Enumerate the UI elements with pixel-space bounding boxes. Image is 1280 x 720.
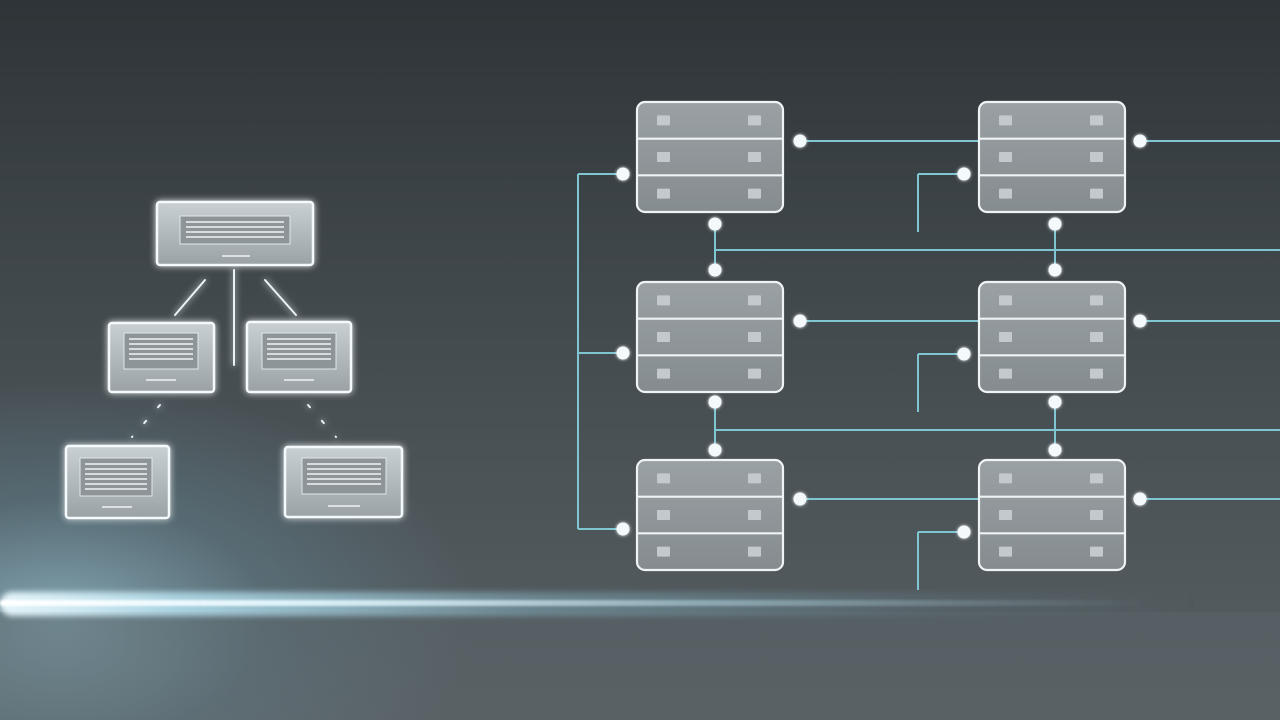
- rack-light: [657, 332, 670, 342]
- rack-light: [657, 152, 670, 162]
- server-racks: [635, 100, 1127, 572]
- rack-light: [657, 115, 670, 126]
- rack-light: [1090, 332, 1103, 342]
- connection-dot: [1048, 217, 1062, 231]
- server-rack-icon: [977, 458, 1127, 572]
- server-rack-icon: [635, 100, 785, 214]
- connection-dots: [616, 134, 1147, 539]
- connection-dot: [708, 395, 722, 409]
- rack-light: [1090, 473, 1103, 484]
- network-connectors: [577, 140, 1280, 590]
- rack-light: [748, 115, 761, 126]
- rack-light: [657, 510, 670, 520]
- connection-dot: [793, 492, 807, 506]
- connector-left: [174, 279, 206, 316]
- connector-lower-left: [131, 404, 161, 438]
- rack-light: [657, 473, 670, 484]
- rack-light: [748, 332, 761, 342]
- connection-dot: [1133, 314, 1147, 328]
- server-rack-icon: [635, 280, 785, 394]
- rack-light: [748, 473, 761, 484]
- connection-dot: [1048, 443, 1062, 457]
- connection-dot: [1048, 263, 1062, 277]
- connection-dot: [616, 346, 630, 360]
- connection-dot: [616, 522, 630, 536]
- connection-dot: [793, 134, 807, 148]
- rack-light: [748, 546, 761, 557]
- rack-light: [1090, 115, 1103, 126]
- rack-light: [1090, 188, 1103, 199]
- rack-light: [1090, 546, 1103, 557]
- rack-light: [748, 510, 761, 520]
- connector-lower-right: [307, 404, 337, 438]
- connector-right: [264, 279, 297, 316]
- rack-light: [1090, 152, 1103, 162]
- connection-dot: [957, 347, 971, 361]
- rack-light: [999, 510, 1012, 520]
- rack-light: [1090, 368, 1103, 379]
- server-rack-icon: [635, 458, 785, 572]
- rack-light: [748, 152, 761, 162]
- connection-dot: [957, 167, 971, 181]
- connection-dot: [957, 525, 971, 539]
- connection-dot: [616, 167, 630, 181]
- light-streak-core: [0, 600, 1150, 606]
- floor-reflection: [0, 612, 1280, 720]
- server-rack-icon: [977, 280, 1127, 394]
- org-card-bottom-right: [283, 445, 404, 519]
- org-card-mid-right: [245, 320, 353, 394]
- rack-light: [1090, 510, 1103, 520]
- rack-light: [657, 546, 670, 557]
- org-card-mid-left: [107, 321, 216, 394]
- rack-light: [748, 295, 761, 306]
- rack-light: [657, 295, 670, 306]
- connection-dot: [1048, 395, 1062, 409]
- connection-dot: [1133, 492, 1147, 506]
- rack-light: [999, 368, 1012, 379]
- rack-light: [999, 332, 1012, 342]
- connection-dot: [708, 443, 722, 457]
- rack-light: [999, 295, 1012, 306]
- rack-light: [657, 368, 670, 379]
- rack-light: [999, 152, 1012, 162]
- rack-light: [748, 188, 761, 199]
- rack-light: [999, 115, 1012, 126]
- connection-dot: [708, 263, 722, 277]
- org-connectors: [131, 269, 337, 438]
- org-card-bottom-left: [64, 444, 171, 520]
- rack-light: [657, 188, 670, 199]
- connection-dot: [793, 314, 807, 328]
- connection-dot: [1133, 134, 1147, 148]
- connection-dot: [708, 217, 722, 231]
- org-card-top: [155, 200, 315, 267]
- server-rack-icon: [977, 100, 1127, 214]
- org-chart: [64, 200, 404, 520]
- rack-light: [1090, 295, 1103, 306]
- rack-light: [999, 473, 1012, 484]
- rack-light: [999, 546, 1012, 557]
- rack-light: [748, 368, 761, 379]
- rack-light: [999, 188, 1012, 199]
